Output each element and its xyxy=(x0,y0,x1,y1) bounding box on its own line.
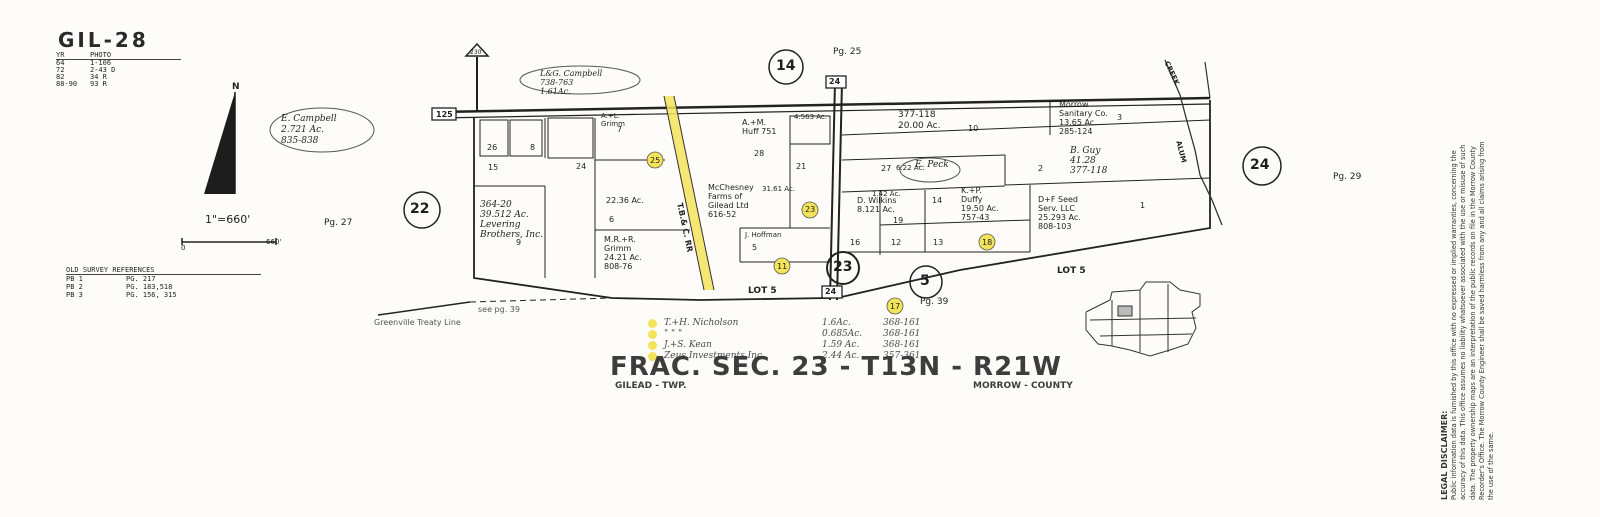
page-ref-top: Pg. 25 xyxy=(833,47,862,57)
small-area-label: 1.42 Ac. xyxy=(872,190,901,198)
section-title: FRAC. SEC. 23 - T13N - R21W xyxy=(610,352,1062,382)
sheet-id: GIL-28 xyxy=(58,28,149,52)
lot-label-b: LOT 5 xyxy=(1057,266,1086,276)
parcel-number: 2 xyxy=(1038,164,1044,173)
owner-atl-grimm: A.+L.Grimm xyxy=(601,112,625,128)
parcel-number: 7 xyxy=(617,125,623,134)
parcel-number: 19 xyxy=(893,216,904,225)
photo-table-header-photo: PHOTO xyxy=(90,51,112,59)
county-label: MORROW - COUNTY xyxy=(973,381,1073,391)
scale-ratio: 1"=660' xyxy=(205,213,251,226)
parcel-number: 17 xyxy=(890,302,901,311)
highway-230-shield-icon xyxy=(464,42,490,112)
parcel-number: 12 xyxy=(891,238,902,247)
survey-references-title: OLD SURVEY REFERENCES xyxy=(66,266,261,275)
page-ref-right: Pg. 29 xyxy=(1333,172,1362,182)
parcel-number: 23 xyxy=(805,205,816,214)
owner-am-huff: A.+M.Huff 751 xyxy=(742,118,777,136)
lot-label-a: LOT 5 xyxy=(748,286,777,296)
parcel-number: 13 xyxy=(933,238,944,247)
parcel-number: 24 xyxy=(576,162,587,171)
township-label: GILEAD - TWP. xyxy=(615,381,687,391)
parcel-number: 26 xyxy=(487,143,498,152)
photo-table-header-yr: YR xyxy=(56,51,65,59)
parcel-number: 6 xyxy=(609,215,615,224)
parcel-number: 16 xyxy=(850,238,861,247)
page-ref-see: see pg. 39 xyxy=(478,305,520,314)
small-area-label: 6.22 Ac. xyxy=(896,164,925,172)
parcel-number: 5 xyxy=(752,243,758,252)
parcel-number: 9 xyxy=(516,238,522,247)
legal-disclaimer: LEGAL DISCLAIMER: Public information dat… xyxy=(1440,140,1496,500)
page-ref-bottom: Pg. 39 xyxy=(920,297,949,307)
scale-end-label: 660' xyxy=(266,238,282,246)
parcel-number: 27 xyxy=(881,164,892,173)
parcel-number: 14 xyxy=(932,196,943,205)
parcel-number: 11 xyxy=(777,262,788,271)
section-24: 24 xyxy=(1250,157,1270,173)
treaty-line-label: Greenville Treaty Line xyxy=(374,318,461,327)
road-24-top-label: 24 xyxy=(829,77,841,86)
parcel-number: 21 xyxy=(796,162,807,171)
parcel-number: 25 xyxy=(650,156,661,165)
legal-disclaimer-body: Public information data is furnished by … xyxy=(1450,141,1496,500)
section-14: 14 xyxy=(776,58,796,74)
section-22: 22 xyxy=(410,201,430,217)
parcel-number: 8 xyxy=(530,143,536,152)
north-arrow-icon xyxy=(204,92,236,194)
owner-hoffman: J. Hoffman xyxy=(745,231,782,239)
owner-e-peck: E. Peck xyxy=(915,160,949,170)
index-inset-map xyxy=(1085,281,1201,357)
road-230-label: 230 xyxy=(470,49,482,56)
section-5: 5 xyxy=(920,273,930,289)
page-ref-left: Pg. 27 xyxy=(324,218,353,228)
section-23: 23 xyxy=(833,259,853,275)
small-area-label: 22.36 Ac. xyxy=(606,196,644,205)
parcel-number: 15 xyxy=(488,163,499,172)
scale-bar-icon xyxy=(181,238,277,245)
road-24-bottom-label: 24 xyxy=(825,287,837,296)
parcel-number: 10 xyxy=(968,124,979,133)
small-area-label: 4.563 Ac. xyxy=(794,113,828,121)
parcel-number: 18 xyxy=(982,238,993,247)
road-125-label: 125 xyxy=(436,110,453,119)
parcel-number: 1 xyxy=(1140,201,1146,210)
small-area-label: 31.61 Ac. xyxy=(762,185,796,193)
parcel-number: 3 xyxy=(1117,113,1123,122)
scale-zero-label: 0 xyxy=(181,244,186,252)
parcel-number: 28 xyxy=(754,149,765,158)
legal-disclaimer-heading: LEGAL DISCLAIMER: xyxy=(1440,410,1449,500)
north-letter: N xyxy=(232,82,240,92)
